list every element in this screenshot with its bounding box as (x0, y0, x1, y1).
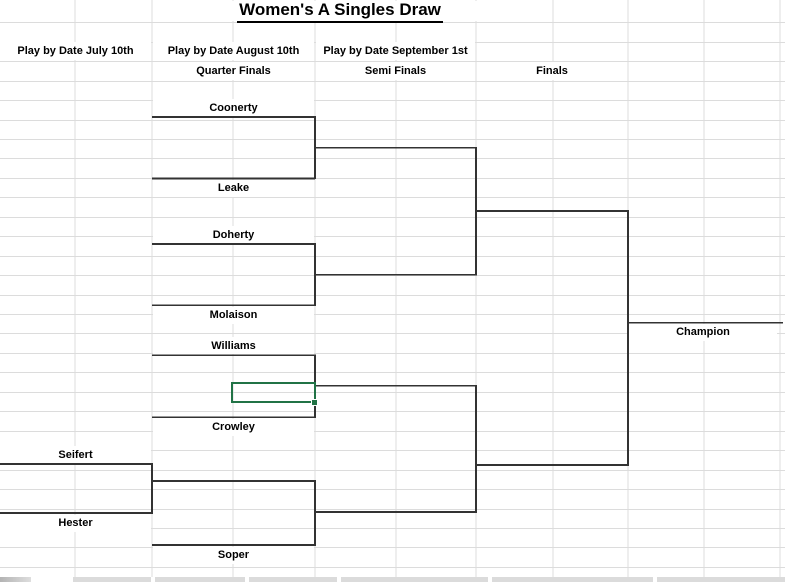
sheet-title[interactable]: Women's A Singles Draw (0, 0, 680, 23)
champion-cell[interactable]: Champion (629, 323, 777, 341)
scrollbar-segment (249, 577, 337, 582)
header-play-by-july[interactable]: Play by Date July 10th (0, 42, 151, 60)
header-finals[interactable]: Finals (477, 62, 627, 80)
scrollbar-segment (341, 577, 488, 582)
player-cell-soper[interactable]: Soper (153, 546, 314, 564)
selected-cell[interactable] (231, 381, 316, 403)
player-cell-molaison[interactable]: Molaison (153, 306, 314, 324)
player-cell-doherty[interactable]: Doherty (153, 226, 314, 243)
header-semi-finals[interactable]: Semi Finals (316, 62, 475, 80)
title-merged-cell-patch (153, 1, 477, 21)
scrollbar-segment (657, 577, 785, 582)
scrollbar-thumb[interactable] (0, 577, 31, 582)
scrollbar-segment (492, 577, 653, 582)
selection-fill-handle[interactable] (311, 399, 318, 406)
scrollbar-segment (73, 577, 151, 582)
header-play-by-august[interactable]: Play by Date August 10th (153, 42, 314, 60)
player-cell-crowley[interactable]: Crowley (153, 418, 314, 436)
sheet-title-text: Women's A Singles Draw (237, 0, 443, 23)
header-quarter-finals[interactable]: Quarter Finals (153, 62, 314, 80)
player-cell-williams[interactable]: Williams (153, 337, 314, 354)
player-cell-leake[interactable]: Leake (153, 179, 314, 197)
scrollbar-segment (155, 577, 245, 582)
header-play-by-september[interactable]: Play by Date September 1st (316, 42, 475, 60)
player-cell-seifert[interactable]: Seifert (0, 446, 151, 463)
player-cell-hester[interactable]: Hester (0, 514, 151, 532)
bottom-scrollbar[interactable] (0, 576, 785, 582)
player-cell-coonerty[interactable]: Coonerty (153, 99, 314, 116)
